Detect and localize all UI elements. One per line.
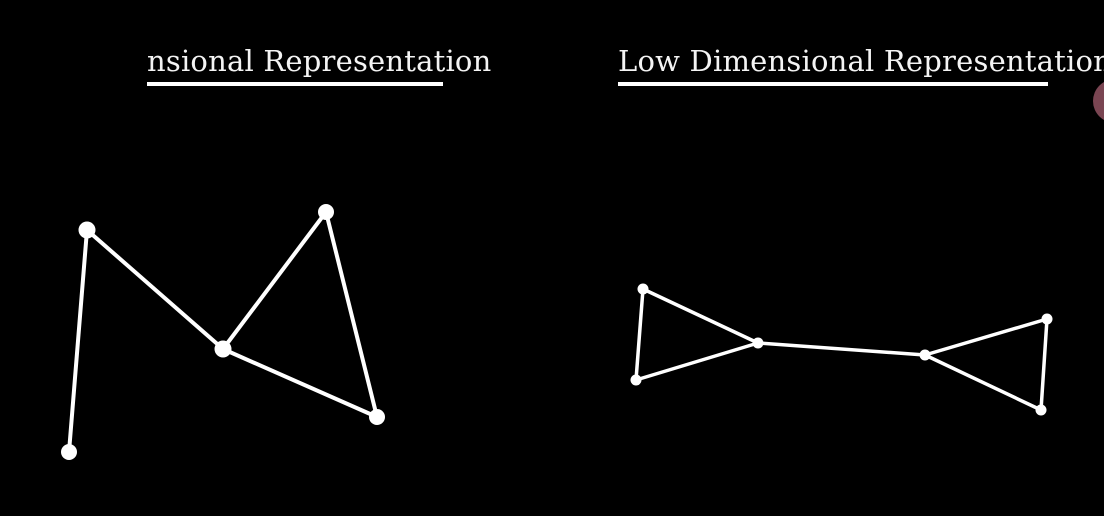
high-dimensional-title: nsional Representation bbox=[147, 44, 492, 78]
high-dimensional-title-underline bbox=[147, 82, 443, 86]
ld-edge bbox=[634, 341, 760, 382]
hd-edge bbox=[221, 347, 379, 419]
low-dimensional-graph bbox=[634, 287, 1049, 412]
ld-node bbox=[630, 374, 642, 386]
hd-edge bbox=[221, 210, 328, 351]
ld-node bbox=[752, 337, 764, 349]
ld-node bbox=[919, 349, 931, 361]
partial-circle-shape bbox=[1093, 79, 1104, 123]
ld-edge bbox=[923, 353, 1043, 412]
hd-edge bbox=[67, 228, 89, 454]
ld-edge bbox=[634, 287, 645, 382]
hd-node bbox=[61, 444, 77, 460]
ld-edge bbox=[641, 287, 760, 345]
high-dimensional-nodes bbox=[61, 204, 385, 460]
hd-node bbox=[318, 204, 334, 220]
ld-node bbox=[1035, 404, 1047, 416]
low-dimensional-nodes bbox=[630, 283, 1053, 416]
ld-node bbox=[637, 283, 649, 295]
low-dimensional-title-underline bbox=[618, 82, 1048, 86]
low-dimensional-title: Low Dimensional Representation bbox=[618, 44, 1104, 78]
high-dimensional-graph bbox=[67, 210, 379, 454]
ld-node bbox=[1041, 313, 1053, 325]
ld-edge bbox=[1039, 317, 1049, 412]
hd-node bbox=[214, 340, 232, 358]
hd-node bbox=[78, 221, 96, 239]
hd-node bbox=[369, 409, 385, 425]
hd-edge bbox=[324, 210, 379, 419]
ld-edge bbox=[756, 341, 927, 357]
hd-edge bbox=[85, 228, 225, 351]
ld-edge bbox=[923, 317, 1049, 357]
